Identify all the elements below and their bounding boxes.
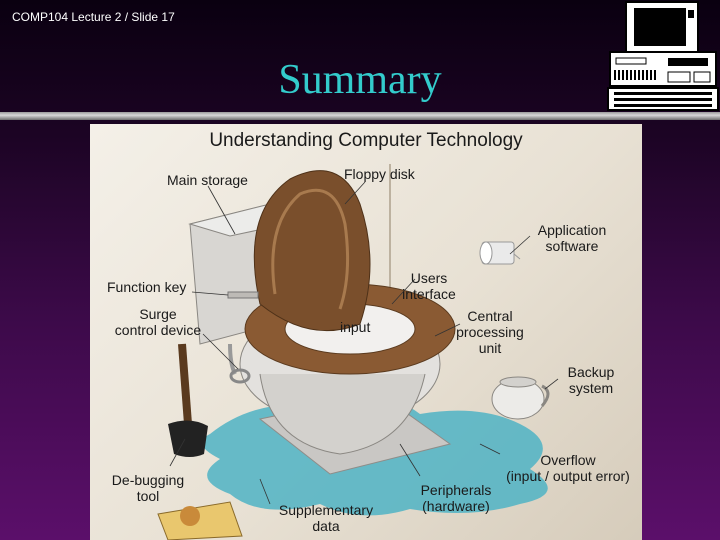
label-cpu-line2: processing [456,324,524,340]
label-application-software: Application software [532,222,612,254]
slide-title: Summary [278,57,442,103]
label-surge-line1: Surge [139,306,177,322]
label-cpu-line1: Central [467,308,513,324]
label-overflow-line1: Overflow [540,452,596,468]
desktop-computer-icon [607,1,719,111]
label-cpu-line3: unit [478,340,502,356]
label-backup-line1: Backup [567,364,615,380]
label-function-key: Function key [107,279,187,295]
cartoon-illustration: Understanding Computer Technology Main s… [90,124,642,540]
label-supplementary-data: Supplementary data [274,502,378,534]
label-supplementary-line2: data [312,518,340,534]
label-peripherals-line1: Peripherals [420,482,492,498]
label-floppy-disk: Floppy disk [344,166,415,182]
label-cpu: Central processing unit [448,308,532,356]
cartoon-title: Understanding Computer Technology [209,130,523,151]
label-surge-line2: control device [114,322,202,338]
title-divider [0,112,720,120]
label-users-line2: interface [402,286,456,302]
label-users-line1: Users [410,270,448,286]
label-application-line1: Application [537,222,607,238]
label-overflow: Overflow (input / output error) [498,452,638,484]
course-label: COMP104 Lecture 2 / Slide 17 [12,10,175,24]
label-main-storage: Main storage [167,172,248,188]
label-users-interface: Users interface [396,270,462,302]
label-application-line2: software [545,238,599,254]
label-peripherals-line2: (hardware) [422,498,490,514]
label-surge-control: Surge control device [108,306,208,338]
cartoon-scene [157,164,559,540]
label-overflow-line2: (input / output error) [506,468,630,484]
label-backup-line2: system [568,380,614,396]
label-supplementary-line1: Supplementary [278,502,374,518]
label-peripherals: Peripherals (hardware) [416,482,496,514]
label-debugging-line1: De-bugging [111,472,185,488]
label-debugging-tool: De-bugging tool [108,472,188,504]
label-backup-system: Backup system [560,364,622,396]
label-input: input [340,319,371,335]
label-debugging-line2: tool [136,488,160,504]
